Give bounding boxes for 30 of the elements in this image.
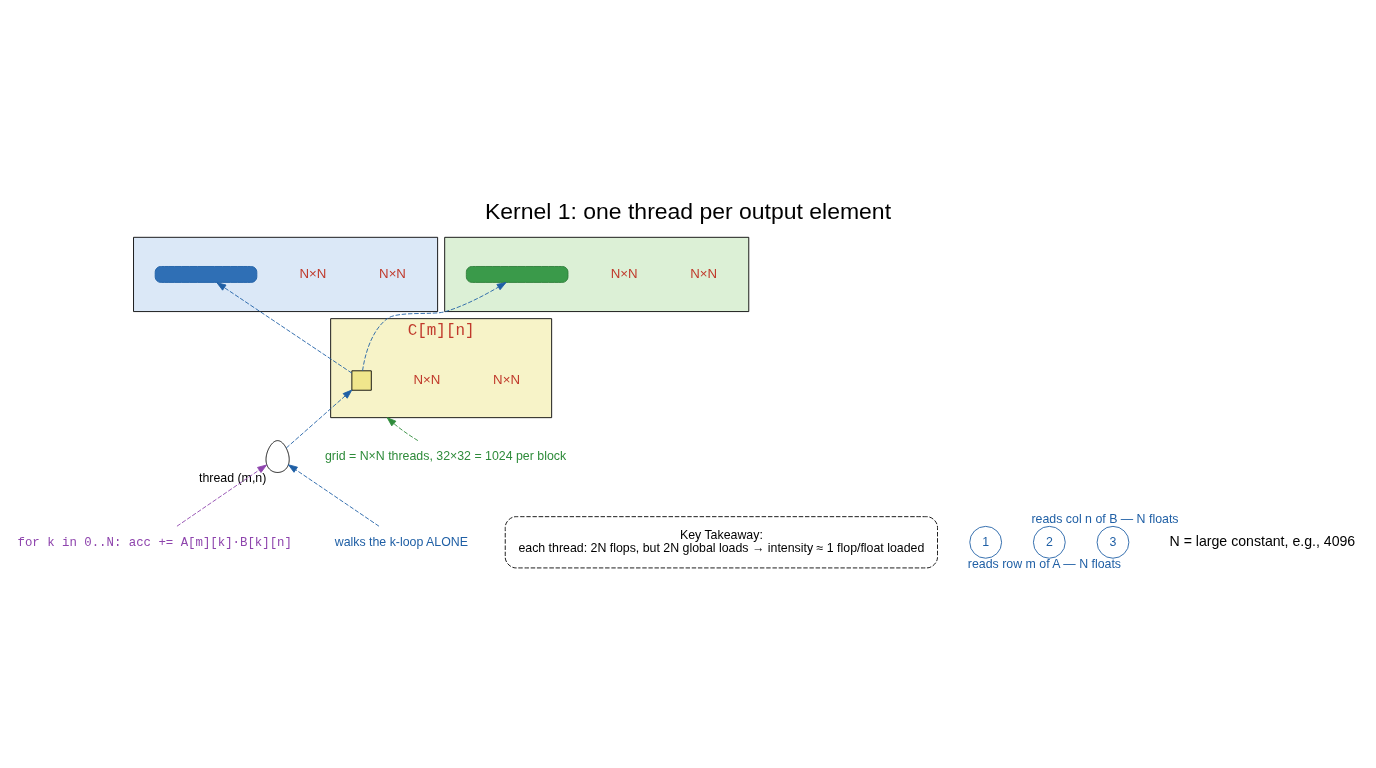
node-circle: 3 (1096, 525, 1130, 559)
cluster (444, 236, 750, 312)
node-bar (154, 265, 258, 283)
node-text: for k in 0..N: acc += A[m][k]·B[k][n] (17, 535, 292, 550)
arrow (285, 389, 353, 448)
node-label: reads col n of B — N floats (1031, 511, 1179, 526)
diagram-title: Kernel 1: one thread per output element (484, 197, 892, 224)
node-circle: 2 (1033, 525, 1066, 559)
arrow (386, 416, 419, 441)
node-text: grid = N×N threads, 32×32 = 1024 per block (324, 448, 567, 463)
node-bar (465, 265, 569, 283)
node-label: N×N (413, 371, 441, 387)
arrow (176, 464, 267, 527)
node-label: N×N (610, 265, 638, 281)
node-person (265, 439, 290, 473)
node-box (351, 369, 372, 391)
node-box: Key Takeaway: each thread: 2N flops, but 2N global loads → intensity ≈ 1 flop/float loaded (504, 515, 938, 568)
node-label: N×N (690, 265, 718, 281)
label: N = large constant, e.g., 4096 (1169, 532, 1356, 549)
node-label: reads row m of A — N floats (967, 556, 1122, 571)
arrow (362, 281, 507, 371)
node-label: N×N (379, 265, 406, 281)
node-label: N×N (493, 371, 521, 387)
node-label: thread (m,n) (199, 470, 267, 485)
cluster (133, 236, 439, 312)
node-text: walks the k-loop ALONE (334, 534, 469, 549)
node-circle: 1 (969, 525, 1003, 559)
arrow (288, 463, 380, 527)
arrow (216, 281, 353, 374)
node-label: N×N (299, 265, 327, 281)
